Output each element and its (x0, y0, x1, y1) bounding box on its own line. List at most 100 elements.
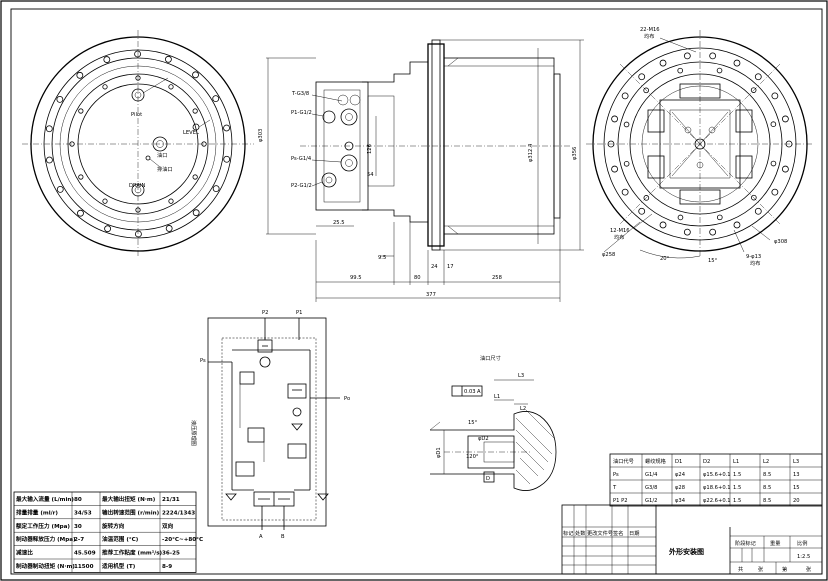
port-table-cell: P1 P2 (613, 498, 628, 504)
spec-table-cell: 30 (74, 524, 82, 530)
front-inner-hole (69, 141, 75, 147)
front-inner-hole (135, 207, 141, 213)
front-inner-hole (102, 84, 108, 90)
rear-bolt-hole (771, 92, 779, 100)
front-inner-hole (135, 75, 141, 81)
hyd-bottom-a: A (259, 534, 263, 540)
port-table-cell: L3 (793, 459, 799, 465)
front-bolt-hole (134, 50, 141, 58)
front-bolt-hole (77, 209, 84, 217)
rear-bolt-hole (785, 140, 793, 148)
front-bolt-hole (135, 230, 142, 238)
front-bolt-hole (212, 95, 220, 103)
port-table-cell: Ps (613, 472, 619, 478)
tb-sheet-unit1: 张 (758, 565, 764, 573)
spec-table-cell: 推荐工作粘度 (mm²/s) (102, 549, 163, 557)
front-bolt-hole (212, 185, 220, 193)
spec-table-cell: 制动器制动扭矩 (N·m) (16, 562, 75, 570)
rear-bolt-hole (733, 59, 741, 67)
rear-bolt-hole (781, 115, 789, 123)
port-table-cell: φ28 (675, 485, 685, 491)
port-label-p2: P2-G1/2 (291, 183, 312, 189)
front-bolt-hole (164, 55, 172, 63)
rear-bolt-hole (754, 207, 762, 215)
detail-d2: φD2 (478, 436, 489, 442)
dim-d-flange1: φ312.4 (528, 143, 534, 162)
detail-d1: φD1 (436, 447, 442, 458)
detail-l1: L1 (494, 394, 500, 400)
rear-label-even1: 均布 (644, 32, 654, 40)
dim-17: 17 (447, 264, 454, 270)
rear-bolt-hole (709, 228, 717, 236)
spec-table-cell: 最大输入流量 (L/min) (16, 495, 74, 503)
hydraulic-schematic: P2 P1 Ps Po A B 液压原理图 (190, 310, 350, 540)
rear-inner-hole (677, 214, 684, 221)
dim-99-5: 99.5 (350, 275, 362, 281)
front-bolt-hole (56, 185, 64, 193)
spec-table-cell: 排量排量 (ml/r) (16, 508, 58, 516)
spec-table-cell: 减速比 (16, 549, 33, 557)
rear-bolt-hole (709, 52, 717, 60)
port-table-cell: 油口代号 (613, 457, 634, 465)
rear-dim-pcd1: φ308 (774, 239, 787, 245)
tb-hdr-scale: 比例 (797, 539, 807, 547)
front-bolt-hole (223, 155, 231, 163)
spec-table-cell: 输出转速范围 (r/min) (102, 508, 160, 516)
port-table-cell: φ18.6+0.1 (703, 485, 731, 491)
rear-inner-hole (770, 121, 777, 127)
front-bolt-hole (103, 56, 111, 63)
dim-9-5: 9.5 (378, 255, 386, 261)
dim-126: 126 (367, 144, 373, 154)
front-inner-hole (78, 108, 84, 114)
spec-table-cell: -20°C~+80°C (162, 537, 203, 543)
port-table-cell: 8.5 (763, 498, 771, 504)
tb-hdr-date: 日期 (629, 530, 639, 537)
rear-bolt-hole (638, 207, 646, 215)
port-table-cell: φ15.6+0.1 (703, 472, 731, 478)
front-inner-hole (192, 108, 198, 114)
rear-inner-hole (717, 214, 723, 221)
dim-d-bore: φ303 (258, 129, 264, 142)
spec-table-cell: 80 (74, 497, 82, 503)
hyd-right-po: Po (344, 396, 350, 402)
drawing-title: 外形安装图 (669, 547, 704, 556)
rear-bolt-hole (733, 221, 741, 229)
tb-scale: 1:2.5 (797, 554, 810, 560)
rear-bolt-hole (611, 165, 619, 173)
dim-258: 258 (492, 275, 502, 281)
rear-bolt-hole (781, 165, 789, 173)
rear-label-even3: 均布 (750, 259, 760, 267)
center-port-icon (152, 136, 168, 152)
port-table-cell: φ34 (675, 498, 686, 504)
front-bolt-hole (104, 225, 112, 233)
spec-table-cell: 额定工作压力 (Mpa) (16, 522, 70, 530)
port-table-cell: G1/4 (645, 472, 658, 478)
rear-bolt-hole (659, 221, 667, 229)
port-label-p1: P1-G1/2 (291, 110, 312, 116)
hyd-side-text: 液压原理图 (190, 420, 198, 446)
port-table-cell: 15 (793, 485, 800, 491)
rear-inner-hole (751, 194, 757, 201)
tb-hdr-doc: 更改文件号 (587, 529, 613, 537)
spec-table-cell: 2-7 (74, 537, 84, 543)
rear-bolt-hole (611, 115, 619, 123)
dim-377: 377 (426, 292, 436, 298)
front-port-oil: 油口 (157, 151, 167, 159)
port-table-cell: 20 (793, 498, 800, 504)
rear-label-22m16: 22-M16 (640, 27, 660, 33)
hyd-left-ps: Ps (200, 358, 206, 364)
spec-table-cell: 36-25 (162, 551, 180, 557)
detail-angle120: 120° (466, 454, 479, 460)
front-inner-hole (168, 84, 174, 90)
tb-sheet-total: 共 (738, 565, 743, 573)
front-bolt-hole (45, 125, 53, 133)
port-table-cell: T (612, 485, 617, 491)
port-table-cell: φ24 (675, 472, 686, 478)
front-inner-hole (168, 198, 174, 204)
port-detail: 油口尺寸 0.03 A L3 L1 L2 15° φD1 φD2 120° D (429, 354, 557, 491)
rear-inner-hole (716, 67, 723, 74)
rear-bolt-hole (771, 188, 779, 196)
rear-bolt-hole (621, 92, 629, 100)
